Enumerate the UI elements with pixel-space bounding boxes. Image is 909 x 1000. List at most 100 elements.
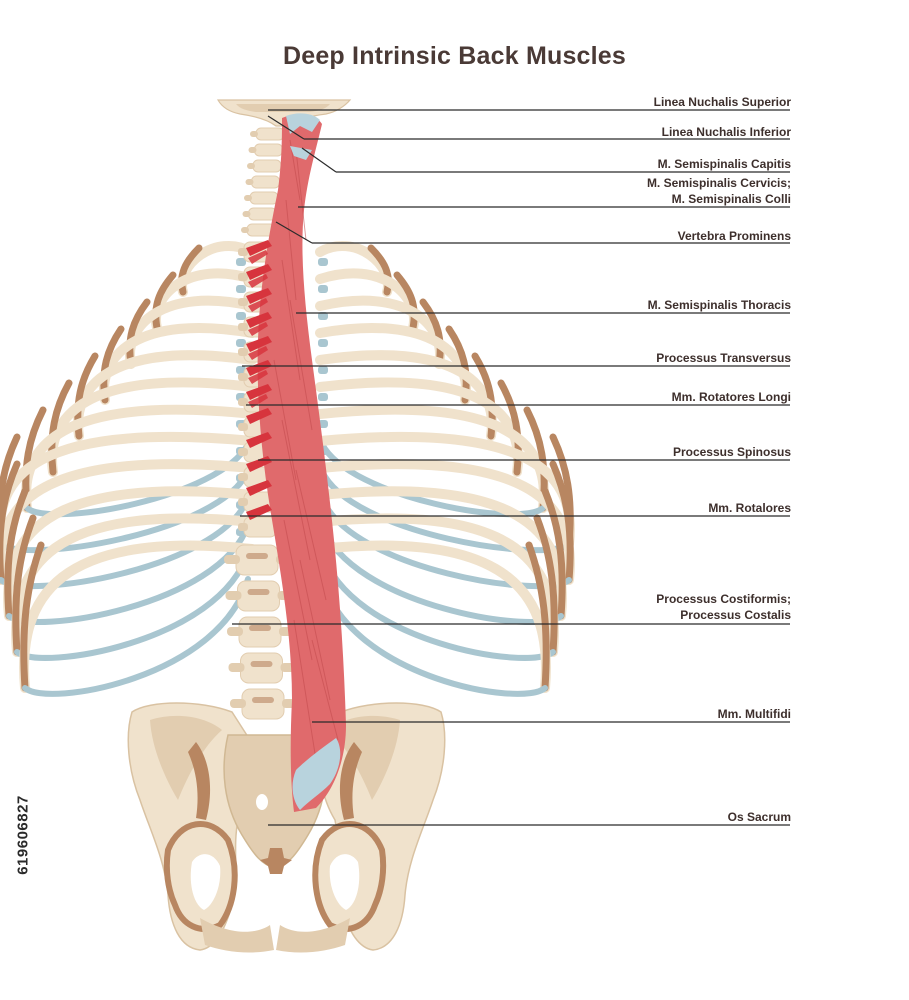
leader-lines bbox=[232, 109, 790, 826]
lumbar-shade bbox=[247, 589, 270, 595]
transverse-process-right bbox=[318, 393, 328, 401]
transverse-process-right bbox=[318, 339, 328, 347]
transverse-process-right bbox=[318, 258, 328, 266]
thoracic-process bbox=[238, 398, 248, 406]
lumbar-shade bbox=[252, 697, 274, 703]
rib-left-shade bbox=[0, 460, 21, 584]
label-mm-multifidi: Mm. Multifidi bbox=[717, 707, 791, 721]
rotatores-longi-muscle bbox=[248, 322, 268, 336]
pelvis bbox=[127, 702, 446, 953]
cervical-vertebra bbox=[248, 207, 277, 221]
rotatores-longi-muscle bbox=[248, 274, 268, 288]
label-processus-transversus: Processus Transversus bbox=[656, 351, 791, 365]
lumbar-vertebra bbox=[238, 616, 282, 648]
thoracic-process bbox=[238, 423, 248, 431]
thoracic-process bbox=[238, 448, 248, 456]
rib-left-shade bbox=[20, 541, 45, 692]
rib-right-shade bbox=[497, 379, 522, 476]
thoracic-process bbox=[238, 373, 248, 381]
rotatores-muscle bbox=[246, 312, 272, 328]
cervical-process bbox=[250, 131, 258, 137]
rib-right-shade bbox=[367, 244, 392, 296]
lumbar-costiform-process bbox=[224, 555, 240, 564]
label-processus-spinosus: Processus Spinosus bbox=[672, 445, 791, 459]
thoracic-process bbox=[238, 273, 248, 281]
rib-left-shade bbox=[152, 271, 177, 332]
lumbar-shade bbox=[246, 553, 268, 559]
lumbar-vertebra bbox=[240, 652, 283, 684]
label-linea-nuchalis-superior: Linea Nuchalis Superior bbox=[653, 95, 791, 109]
stock-id-watermark: 619606827 bbox=[14, 795, 32, 875]
label-os-sacrum: Os Sacrum bbox=[727, 810, 791, 824]
cervical-process bbox=[248, 147, 257, 153]
thoracic-process bbox=[238, 248, 248, 256]
lumbar-costiform-process bbox=[230, 699, 246, 708]
costal-cartilage-right bbox=[319, 549, 556, 661]
transverse-process-right bbox=[318, 312, 328, 320]
rotatores-muscle bbox=[246, 480, 272, 496]
cervical-process bbox=[242, 211, 251, 217]
page-title: Deep Intrinsic Back Muscles bbox=[282, 42, 627, 70]
label-m-semispinalis-thoracis: M. Semispinalis Thoracis bbox=[647, 298, 791, 312]
label-vertebra-prominens: Vertebra Prominens bbox=[677, 229, 791, 243]
transverse-process-right bbox=[318, 366, 328, 374]
rib-left-shade bbox=[126, 298, 151, 368]
rib-left-shade bbox=[178, 244, 203, 296]
transverse-process-left bbox=[236, 339, 246, 347]
rotatores-muscle bbox=[246, 384, 272, 400]
lumbar-vertebra bbox=[241, 688, 285, 720]
thoracic-process bbox=[238, 523, 248, 531]
transverse-process-left bbox=[236, 312, 246, 320]
rotatores-longi-muscle bbox=[248, 370, 268, 384]
lumbar-vertebra bbox=[237, 580, 280, 612]
thoracic-process bbox=[238, 298, 248, 306]
transverse-process-left bbox=[236, 285, 246, 293]
rib-right-shade bbox=[549, 460, 574, 584]
lumbar-vertebra bbox=[235, 544, 279, 576]
cervical-process bbox=[244, 195, 252, 201]
thoracic-vertebra bbox=[243, 516, 277, 538]
lumbar-shade bbox=[249, 625, 271, 631]
transverse-process-right bbox=[318, 285, 328, 293]
rotatores-muscle bbox=[246, 240, 272, 256]
cervical-vertebra bbox=[254, 143, 283, 157]
rotatores-longi-muscle bbox=[248, 346, 268, 360]
cervical-vertebra bbox=[255, 127, 285, 141]
label-linea-nuchalis-inferior: Linea Nuchalis Inferior bbox=[661, 125, 791, 139]
rib-left-shade bbox=[48, 379, 73, 476]
cervical-process bbox=[247, 163, 255, 169]
label-processus-costiformis: Processus Costiformis;Processus Costalis bbox=[656, 592, 791, 622]
thoracic-process bbox=[238, 473, 248, 481]
label-m-semispinalis-cervicis: M. Semispinalis Cervicis;M. Semispinalis… bbox=[646, 176, 791, 206]
cervical-process bbox=[241, 227, 249, 233]
cervical-process bbox=[245, 179, 254, 185]
rotatores-muscle bbox=[246, 336, 272, 352]
label-mm-rotatores-longi: Mm. Rotatores Longi bbox=[671, 390, 791, 404]
rotatores-muscle bbox=[246, 432, 272, 448]
rotatores-longi-muscle bbox=[248, 250, 268, 264]
rib-right-shade bbox=[419, 298, 444, 368]
rotatores-longi-muscle bbox=[248, 298, 268, 312]
rotatores-muscle bbox=[246, 360, 272, 376]
lumbar-costiform-process bbox=[227, 627, 243, 636]
lumbar-shade bbox=[250, 661, 273, 667]
rib-left-shade bbox=[4, 487, 29, 620]
thoracic-process bbox=[238, 348, 248, 356]
transverse-process-left bbox=[236, 258, 246, 266]
costal-cartilage-left bbox=[22, 576, 251, 697]
cervical-vertebra bbox=[251, 175, 280, 189]
rotatores-muscle bbox=[246, 288, 272, 304]
rib-right-shade bbox=[393, 271, 418, 332]
rotatores-muscle bbox=[246, 264, 272, 280]
label-m-semispinalis-capitis: M. Semispinalis Capitis bbox=[657, 157, 791, 171]
rib-left-shade bbox=[12, 514, 37, 656]
transverse-process-left bbox=[236, 366, 246, 374]
rib-cage bbox=[0, 241, 575, 697]
rib-right-shade bbox=[541, 487, 566, 620]
lumbar-costiform-process bbox=[228, 663, 245, 672]
rib-right-shade bbox=[533, 514, 558, 656]
cervical-vertebra bbox=[252, 159, 282, 173]
cervical-vertebra bbox=[249, 191, 279, 205]
thoracic-process bbox=[238, 323, 248, 331]
